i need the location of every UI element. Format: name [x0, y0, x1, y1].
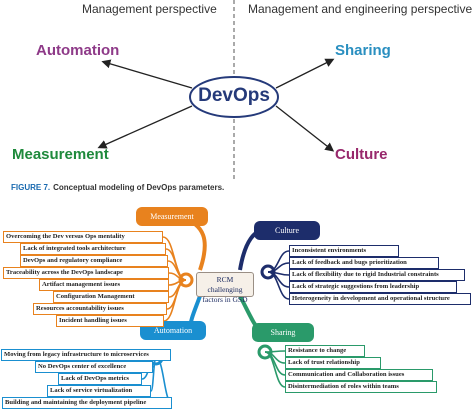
measurement-item: Lack of integrated tools architecture — [20, 243, 166, 255]
devops-concept-lines — [97, 0, 335, 180]
central-topic-line-2: factors in GSD — [202, 295, 248, 304]
sharing-item: Disintermediation of roles within teams — [285, 381, 437, 393]
mindmap-branches — [141, 214, 290, 404]
automation-item: No DevOps center of excellence — [35, 361, 153, 373]
figure-caption-text: Conceptual modeling of DevOps parameters… — [53, 183, 225, 192]
devops-hub-label: DevOps — [198, 85, 270, 106]
measurement-item: Configuration Management — [53, 291, 169, 303]
leaf-connector — [163, 279, 187, 322]
culture-item: Lack of strategic suggestions from leade… — [289, 281, 457, 293]
rcm-mindmap: RCM challenging factors in GSD Measureme… — [0, 200, 474, 413]
automation-item: Lack of DevOps metrics — [58, 373, 142, 385]
sharing-item: Lack of trust relationship — [285, 357, 381, 369]
leaf-connector — [267, 250, 290, 273]
culture-node: Culture — [254, 221, 320, 240]
measurement-node: Measurement — [136, 207, 208, 226]
culture-item: Heterogeneity in development and operati… — [289, 293, 471, 305]
culture-item: Lack of flexibility due to rigid Industr… — [289, 269, 465, 281]
automation-item: Lack of service virtualization — [47, 385, 151, 397]
arrow-sharing — [275, 58, 335, 89]
leaf-connector — [167, 260, 187, 281]
measurement-item: Resources accountability issues — [33, 303, 167, 315]
automation-item: Building and maintaining the deployment … — [2, 397, 172, 409]
measurement-item: DevOps and regulatory compliance — [20, 255, 168, 267]
sharing-item: Communication and Collaboration issues — [285, 369, 433, 381]
measurement-item: Traceability across the DevOps landscape — [3, 267, 169, 279]
sharing-node: Sharing — [252, 323, 314, 342]
central-topic-line-1: RCM challenging — [207, 275, 243, 294]
leaf-connector — [267, 271, 290, 300]
arrow-automation — [101, 59, 193, 89]
measurement-item: Overcoming the Dev versus Ops mentality — [3, 231, 163, 243]
automation-parameter: Automation — [36, 42, 120, 59]
central-topic: RCM challenging factors in GSD — [196, 272, 254, 304]
automation-item: Moving from legacy infrastructure to mic… — [1, 349, 171, 361]
culture-item: Lack of feedback and bugs prioritization — [289, 257, 439, 269]
leaf-connector — [264, 351, 286, 388]
left-perspective-heading: Management perspective — [82, 2, 217, 16]
measurement-hub-circle — [178, 272, 194, 288]
arrow-culture — [275, 105, 335, 152]
figure-caption-label: FIGURE 7. — [11, 183, 51, 192]
culture-item: Inconsistent environments — [289, 245, 399, 257]
right-perspective-heading: Management and engineering perspective — [248, 2, 473, 16]
measurement-item: Artifact management issues — [39, 279, 169, 291]
figure-caption: FIGURE 7.Conceptual modeling of DevOps p… — [11, 183, 224, 192]
sharing-item: Resistance to change — [285, 345, 365, 357]
culture-parameter: Culture — [335, 146, 388, 163]
devops-hub-ellipse — [189, 76, 279, 118]
devops-concept-diagram: Management perspective Management and en… — [0, 0, 474, 182]
measurement-item: Incident handling issues — [56, 315, 164, 327]
sharing-parameter: Sharing — [335, 42, 391, 59]
arrow-measurement — [97, 105, 193, 149]
measurement-parameter: Measurement — [12, 146, 109, 163]
